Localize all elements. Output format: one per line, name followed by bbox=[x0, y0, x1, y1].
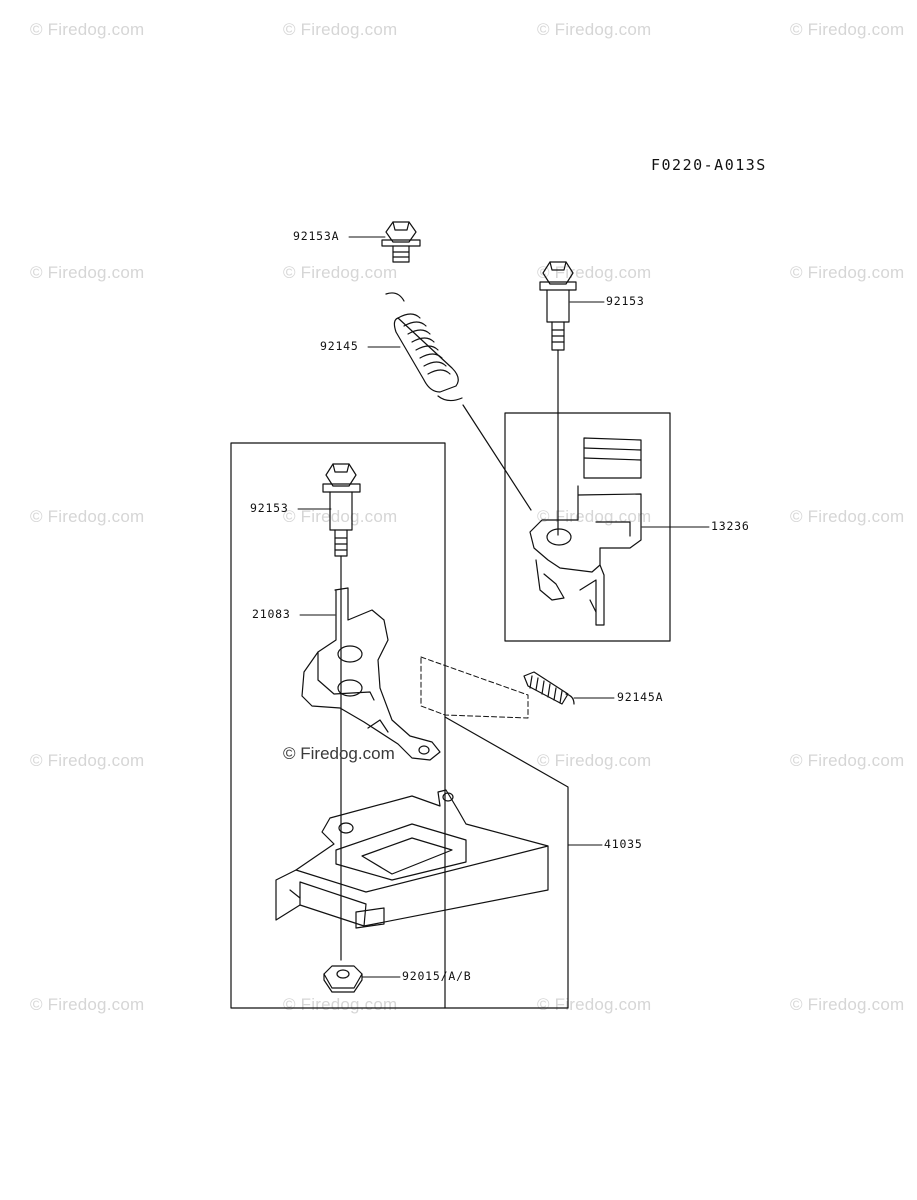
watermark: © Firedog.com bbox=[537, 20, 652, 39]
bracket-13236 bbox=[529, 437, 642, 626]
watermark: © Firedog.com bbox=[30, 507, 145, 526]
watermark-center: © Firedog.com bbox=[283, 744, 395, 763]
watermark: © Firedog.com bbox=[790, 20, 905, 39]
part-label-92153A[interactable]: 92153A bbox=[293, 229, 340, 243]
nut-92015 bbox=[323, 965, 363, 993]
spring-link-line bbox=[462, 404, 532, 511]
assembly-box-main bbox=[230, 442, 446, 1009]
watermark: © Firedog.com bbox=[790, 263, 905, 282]
part-label-21083[interactable]: 21083 bbox=[252, 607, 291, 621]
spring-bracket-dashed bbox=[420, 656, 529, 719]
watermark: © Firedog.com bbox=[30, 995, 145, 1014]
part-label-92153-left[interactable]: 92153 bbox=[250, 501, 289, 515]
bolt-92153-top bbox=[539, 261, 577, 351]
watermark: © Firedog.com bbox=[283, 20, 398, 39]
watermark: © Firedog.com bbox=[283, 263, 398, 282]
part-label-92145[interactable]: 92145 bbox=[320, 339, 359, 353]
spring-92145 bbox=[385, 292, 463, 402]
watermark: © Firedog.com bbox=[30, 751, 145, 770]
part-label-92015[interactable]: 92015/A/B bbox=[402, 969, 472, 983]
part-label-41035[interactable]: 41035 bbox=[604, 837, 643, 851]
watermark: © Firedog.com bbox=[537, 995, 652, 1014]
watermark: © Firedog.com bbox=[30, 263, 145, 282]
watermark: © Firedog.com bbox=[790, 507, 905, 526]
watermark: © Firedog.com bbox=[283, 507, 398, 526]
watermark: © Firedog.com bbox=[790, 995, 905, 1014]
part-label-92145A[interactable]: 92145A bbox=[617, 690, 664, 704]
bolt-92153A bbox=[381, 221, 421, 263]
part-label-13236[interactable]: 13236 bbox=[711, 519, 750, 533]
diagram-code: F0220-A013S bbox=[651, 156, 767, 174]
plate-41035 bbox=[275, 789, 549, 929]
watermark: © Firedog.com bbox=[790, 751, 905, 770]
watermark: © Firedog.com bbox=[537, 751, 652, 770]
spring-92145A bbox=[523, 671, 575, 705]
lever-21083 bbox=[301, 587, 441, 761]
bolt-92153-left bbox=[322, 463, 361, 557]
watermark: © Firedog.com bbox=[537, 263, 652, 282]
watermark: © Firedog.com bbox=[537, 507, 652, 526]
watermark: © Firedog.com bbox=[283, 995, 398, 1014]
watermark: © Firedog.com bbox=[30, 20, 145, 39]
part-label-92153-top[interactable]: 92153 bbox=[606, 294, 645, 308]
assembly-box-main-extension bbox=[444, 716, 569, 1009]
